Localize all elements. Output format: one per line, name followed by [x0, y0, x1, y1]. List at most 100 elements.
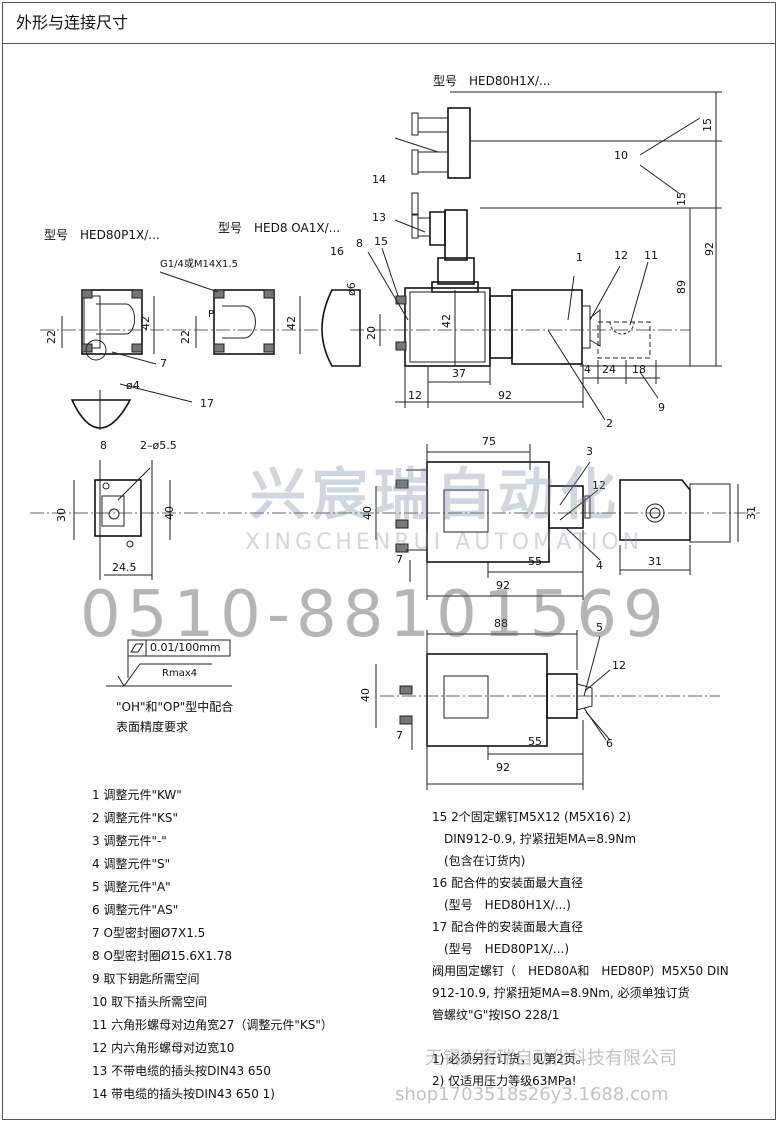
note-item: 912-10.9, 拧紧扭矩MA=8.9Nm, 必须单独订货 — [432, 986, 690, 1000]
callout-3: 3 — [586, 445, 593, 458]
dim-2phi: 2–ø5.5 — [140, 439, 177, 452]
note-item: (型号 HED80H1X/...) — [432, 898, 571, 912]
dim-30: 30 — [55, 508, 68, 522]
dim-24: 24 — [602, 363, 616, 376]
dim-18: 18 — [632, 363, 646, 376]
legend-item: 2 调整元件"KS" — [92, 811, 178, 825]
dim-40c: 40 — [359, 688, 372, 702]
dim-7a: 7 — [396, 553, 403, 566]
legend-item: 12 内六角形螺母对边宽10 — [92, 1041, 235, 1055]
callout-14: 14 — [372, 173, 386, 186]
dim-7b: 7 — [396, 729, 403, 742]
dim-4: 4 — [584, 363, 591, 376]
dim-42a: 42 — [440, 314, 453, 328]
callout-6: 6 — [606, 737, 613, 750]
note-item: 17 配合件的安装面最大直径 — [432, 920, 584, 934]
model-label-p1: 型号 HED80P1X/... — [44, 228, 160, 242]
legend-item: 14 带电缆的插头按DIN43 650 1) — [92, 1087, 275, 1101]
dim-42b: 42 — [139, 316, 152, 330]
legend-item: 10 取下插头所需空间 — [92, 995, 208, 1009]
dim-42c: 42 — [285, 316, 298, 330]
note-item: 2) 仅适用压力等级63MPa! — [432, 1074, 577, 1088]
note-item: (包含在订货内) — [432, 854, 526, 868]
main-valve-side-view — [350, 91, 722, 421]
end-view — [619, 479, 739, 575]
note-item: 15 2个固定螺钉M5X12 (M5X16) 2) — [432, 810, 631, 824]
callout-12b: 12 — [592, 479, 606, 492]
watermark-phone: 0510-88101569 — [80, 578, 670, 652]
phi6: ø6 — [345, 282, 358, 296]
legend-item: 4 调整元件"S" — [92, 857, 171, 871]
note-item: 管螺纹"G"按ISO 228/1 — [432, 1008, 560, 1022]
main-valve-top-view — [30, 444, 760, 600]
callout-10: 10 — [614, 149, 628, 162]
callout-11: 11 — [644, 249, 658, 262]
surface-note-1: "OH"和"OP"型中配合 — [116, 700, 234, 714]
callout-13: 13 — [372, 211, 386, 224]
note-item: DIN912-0.9, 拧紧扭矩MA=8.9Nm — [432, 832, 637, 846]
watermark-company: 无锡兴宸瑞自动化科技有限公司 — [425, 1048, 677, 1069]
callout-4: 4 — [596, 559, 603, 572]
legend-item: 13 不带电缆的插头按DIN43 650 — [92, 1064, 271, 1078]
thread-label: G1/4或M14X1.5 — [160, 259, 238, 270]
callout-9: 9 — [658, 401, 665, 414]
dim-92v: 92 — [703, 242, 716, 256]
dim-22a: 22 — [45, 330, 58, 344]
legend-item: 5 调整元件"A" — [92, 880, 171, 894]
dim-24-5: 24.5 — [112, 561, 137, 574]
legend-item: 9 取下钥匙所需空间 — [92, 972, 200, 986]
page-title: 外形与连接尺寸 — [2, 2, 776, 44]
callout-2: 2 — [606, 417, 613, 430]
dim-55a: 55 — [528, 555, 542, 568]
callout-12: 12 — [614, 249, 628, 262]
dim-92b: 92 — [496, 579, 510, 592]
callout-7: 7 — [160, 357, 167, 370]
callout-15: 15 — [374, 235, 388, 248]
note-item: (型号 HED80P1X/...) — [432, 942, 570, 956]
dim-22b: 22 — [179, 330, 192, 344]
dim-55b: 55 — [528, 735, 542, 748]
dim-88: 88 — [494, 617, 508, 630]
watermark-url: shop1703518s26y3.1688.com — [395, 1084, 669, 1105]
callout-1: 1 — [576, 251, 583, 264]
dim-92h: 92 — [498, 389, 512, 402]
dim-8: 8 — [100, 439, 107, 452]
dim-12: 12 — [408, 389, 422, 402]
legend-item: 3 调整元件"-" — [92, 834, 167, 848]
note-item: 阀用固定螺钉（ HED80A和 HED80P）M5X50 DIN — [432, 964, 729, 978]
flatness-value: 0.01/100mm — [150, 641, 221, 654]
dim-89: 89 — [675, 280, 688, 294]
watermark-sub: XINGCHENRUI AUTOMATION — [245, 530, 644, 555]
legend-item: 11 六角形螺母对边角宽27（调整元件"KS"） — [92, 1018, 333, 1032]
lower-valve-view — [375, 630, 720, 790]
model-label-h1: 型号 HED80H1X/... — [433, 74, 551, 88]
legend-list: 1 调整元件"KW" 2 调整元件"KS" 3 调整元件"-" 4 调整元件"S… — [92, 784, 333, 1106]
dim-20: 20 — [365, 326, 378, 340]
callout-8: 8 — [356, 237, 363, 250]
callout-16: 16 — [330, 245, 344, 258]
dim-37: 37 — [452, 367, 466, 380]
legend-item: 6 调整元件"AS" — [92, 903, 179, 917]
dim-92c: 92 — [496, 761, 510, 774]
dim-15a: 15 — [701, 118, 714, 132]
callout-12c: 12 — [612, 659, 626, 672]
watermark-logo: 兴宸瑞自动化 — [250, 463, 622, 528]
dim-75: 75 — [482, 435, 496, 448]
mounting-face-view — [73, 460, 171, 580]
dim-15b: 15 — [675, 192, 688, 206]
legend-item: 7 O型密封圈Ø7X1.5 — [92, 926, 206, 940]
roughness-value: Rmax4 — [162, 668, 198, 679]
phi4: ø4 — [126, 379, 140, 392]
notes-list: 15 2个固定螺钉M5X12 (M5X16) 2) DIN912-0.9, 拧紧… — [432, 806, 729, 1092]
p1x-a1x-views — [40, 271, 361, 430]
legend-item: 1 调整元件"KW" — [92, 788, 182, 802]
dim-31b: 31 — [648, 555, 662, 568]
callout-5: 5 — [596, 621, 603, 634]
callout-17: 17 — [200, 397, 214, 410]
note-item: 16 配合件的安装面最大直径 — [432, 876, 584, 890]
dim-40a: 40 — [163, 506, 176, 520]
flatness-symbol — [106, 639, 232, 687]
note-item: 1) 必须另行订货，见第2页。 — [432, 1052, 588, 1066]
